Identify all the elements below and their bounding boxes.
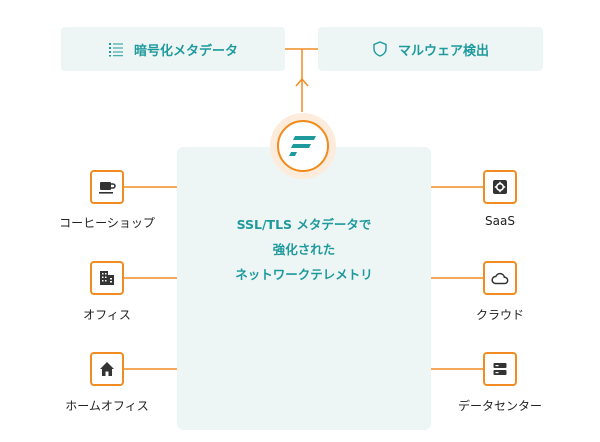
up-arrow-icon xyxy=(295,77,309,87)
office-building-icon xyxy=(100,271,114,285)
encrypted-metadata-box: 暗号化メタデータ xyxy=(61,27,285,71)
server-rack-icon xyxy=(493,363,507,375)
cloud-label: クラウド xyxy=(475,308,524,322)
cloud-node xyxy=(483,261,517,295)
coffee-cup-icon xyxy=(99,182,116,194)
office-label: オフィス xyxy=(83,308,131,322)
malware-detection-label: マルウェア検出 xyxy=(397,43,489,59)
center-panel xyxy=(177,147,431,430)
shield-icon xyxy=(372,41,388,57)
home-office-node xyxy=(90,352,124,386)
encrypted-metadata-label: 暗号化メタデータ xyxy=(133,43,238,59)
center-line-3: ネットワークテレメトリ xyxy=(235,267,373,282)
list-icon xyxy=(108,41,124,57)
flow-logo-icon xyxy=(277,120,329,172)
data-center-node xyxy=(483,352,517,386)
center-line-1: SSL/TLS メタデータで xyxy=(236,217,372,232)
home-office-label: ホームオフィス xyxy=(65,399,149,413)
home-icon xyxy=(100,362,114,376)
data-center-label: データセンター xyxy=(457,399,542,413)
coffee-shop-label: コーヒーショップ xyxy=(59,216,155,230)
center-line-2: 強化された xyxy=(272,242,336,257)
center-description: SSL/TLS メタデータで 強化された ネットワークテレメトリ xyxy=(177,212,431,287)
cloud-icon xyxy=(491,272,509,285)
saas-node xyxy=(483,170,517,204)
settings-gear-icon xyxy=(493,180,507,194)
coffee-shop-node xyxy=(90,170,124,204)
malware-detection-box: マルウェア検出 xyxy=(318,27,543,71)
office-node xyxy=(90,261,124,295)
logo-ring xyxy=(270,113,336,179)
saas-label: SaaS xyxy=(485,214,515,228)
